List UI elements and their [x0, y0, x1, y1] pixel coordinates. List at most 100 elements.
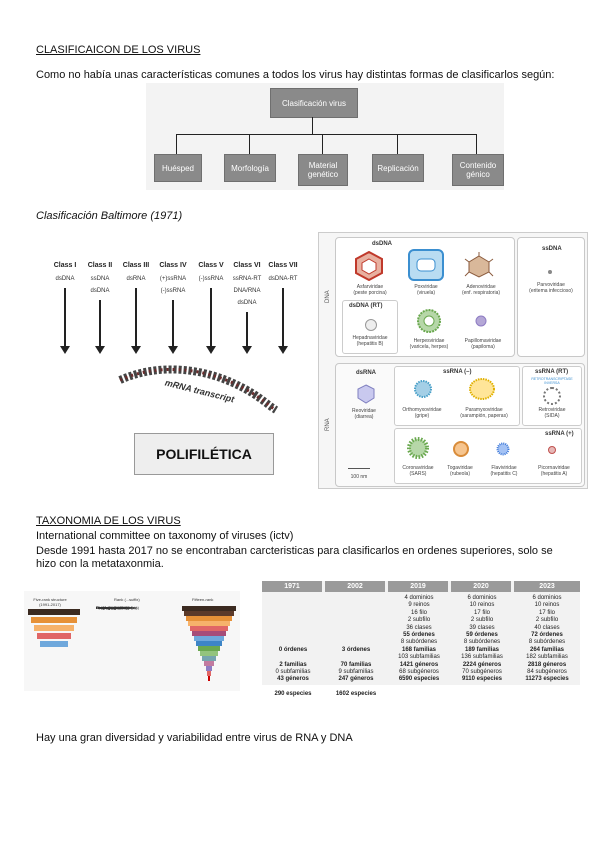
table-cell: 0 subfamilias [275, 669, 311, 676]
arrow-class-iv [168, 300, 178, 354]
rank-item: Class (...viricetes) [96, 605, 128, 610]
table-cell [451, 691, 513, 698]
rna-side-label: RNA [325, 418, 331, 431]
asfarviridae-label: Asfarviridae [356, 284, 384, 290]
class-i-label: Class I [53, 262, 77, 269]
class-vii-label: Class VII [268, 262, 298, 269]
paramyxoviridae-label: Paramyxoviridae [465, 407, 503, 413]
dsdna-rt-box: dsDNA (RT) Hepadnaviridae (hepatitis B) [342, 300, 398, 354]
rank-item: Subphylum (...viricotina) [96, 605, 139, 610]
adenoviridae-icon [464, 252, 494, 278]
retrotranscriptasa-note: RETROTRANSCRIPTASE INVERSA [531, 377, 573, 385]
table-cell: 84 subgéneros [527, 669, 567, 676]
table-cell: 2818 géneros [527, 661, 567, 668]
reoviridae-note: (diarrea) [354, 414, 374, 420]
orthomyxoviridae-label: Orthomyxoviridae [402, 407, 442, 413]
herpesviridae-note: (varicela, herpes) [409, 344, 449, 350]
class-i-genome: dsDNA [55, 276, 75, 282]
table-cell: 9110 especies [461, 676, 503, 683]
table-cell: 1602 especies [335, 691, 377, 698]
pyramid-mid-title: Rank (...suffix) [114, 597, 140, 602]
arrow-class-iii [131, 288, 141, 354]
section-heading-taxonomia: TAXONOMIA DE LOS VIRUS [36, 515, 181, 527]
orthomyxoviridae-icon [414, 380, 432, 398]
table-cell: 39 clases [469, 624, 495, 631]
table-cell: 2 subfilo [535, 617, 559, 624]
rank-item: Species (singular) [96, 605, 129, 610]
taxonomy-table: 1971 2002 2019 2020 2023 0 órdenes 2 fam… [262, 581, 580, 697]
rank-item: Subkingdom (...virites) [96, 605, 136, 610]
picornaviridae-note: (hepatitis A) [540, 471, 568, 477]
arrow-class-ii [95, 300, 105, 354]
tree-root-node: Clasificación virus [270, 88, 358, 118]
flaviviridae-label: Flaviviridae [491, 465, 517, 471]
class-ii-genome-1: ssDNA [90, 276, 110, 282]
five-rank-pyramid [28, 609, 80, 647]
table-cell: 8 subórdenes [528, 639, 566, 646]
class-iv-label: Class IV [159, 262, 187, 269]
table-cell: 168 familias [401, 646, 437, 653]
papillomaviridae-note: (papiloma) [471, 344, 495, 350]
table-cell [514, 691, 580, 698]
table-cell: 11273 especies [525, 676, 569, 683]
orthomyxoviridae-note: (gripe) [414, 413, 430, 419]
picornaviridae-label: Picornaviridae [538, 465, 570, 471]
table-cell [325, 602, 387, 609]
pyramid-left-title: Five-rank structure (1991-2017) [33, 597, 67, 607]
paramyxoviridae-note: (sarampión, paperas) [460, 413, 508, 419]
table-cell [325, 654, 387, 661]
table-cell [262, 595, 324, 602]
class-vii-genome: dsDNA-RT [268, 276, 298, 282]
tree-node-material-genetico: Material genético [298, 154, 348, 186]
hepadnaviridae-label: Hepadnaviridae [352, 335, 388, 341]
table-cell [514, 684, 580, 691]
mrna-strand-illustration [118, 365, 279, 414]
tree-node-contenido-genico: Contenido génico [452, 154, 504, 186]
table-cell: 10 reinos [469, 602, 495, 609]
class-vi-genome-2: DNA/RNA [233, 288, 261, 294]
herpesviridae-icon [417, 309, 441, 333]
poxviridae-icon [408, 249, 444, 281]
rank-item: Family (...viridae) [96, 605, 127, 610]
ssrna-neg-title: ssRNA (–) [443, 369, 472, 375]
table-cell: 290 especies [274, 691, 312, 698]
rank-item: Subrealm (...vira) [96, 605, 127, 610]
arrow-class-vi [242, 312, 252, 354]
closing-paragraph: Hay una gran diversidad y variabilidad e… [36, 732, 353, 744]
class-iv-genome-1: (+)ssRNA [159, 276, 187, 282]
ssrna-pos-box: ssRNA (+) Coronaviridae (SARS) Togavirid… [394, 428, 582, 484]
rank-item: Subfamily (...virinae) [96, 605, 133, 610]
ssdna-box: ssDNA Parvoviridae (eritema infeccioso) [517, 237, 585, 357]
classification-tree: Clasificación virus Huésped Morfología M… [146, 83, 504, 190]
retroviridae-label: Retroviridae [538, 407, 566, 413]
paramyxoviridae-icon [469, 378, 495, 400]
table-cell [262, 639, 324, 646]
arrow-class-i [60, 288, 70, 354]
table-cell: 189 familias [464, 646, 500, 653]
hepadnaviridae-note: (hepatitis B) [356, 341, 384, 347]
table-cell [325, 632, 387, 639]
class-iii-label: Class III [122, 262, 150, 269]
table-cell: 59 órdenes [466, 632, 498, 639]
table-cell [388, 684, 450, 691]
flaviviridae-icon [496, 442, 510, 456]
table-cell: 16 filo [410, 609, 427, 616]
table-cell: 247 géneros [338, 676, 374, 683]
table-cell: 136 subfamilias [461, 654, 503, 661]
year-header-2020: 2020 [451, 581, 511, 592]
dsdna-title: dsDNA [372, 241, 393, 247]
flaviviridae-note: (hepatitis C) [490, 471, 518, 477]
retroviridae-note: (SIDA) [544, 413, 560, 419]
rna-box: dsRNA Reoviridae (diarrea) ssRNA (–) Ort… [335, 363, 585, 487]
hepadnaviridae-icon [365, 319, 377, 331]
year-header-2019: 2019 [388, 581, 448, 592]
coronaviridae-icon [407, 437, 429, 459]
ssrna-rt-title: ssRNA (RT) [535, 369, 569, 375]
tree-node-huesped: Huésped [154, 154, 202, 182]
table-cell: 68 subgéneros [399, 669, 439, 676]
class-vi-genome-3: dsDNA [237, 300, 257, 306]
rank-item: Phylum (...viricota) [96, 605, 130, 610]
rank-item: Genus (...virus) [96, 605, 124, 610]
table-cell [262, 632, 324, 639]
